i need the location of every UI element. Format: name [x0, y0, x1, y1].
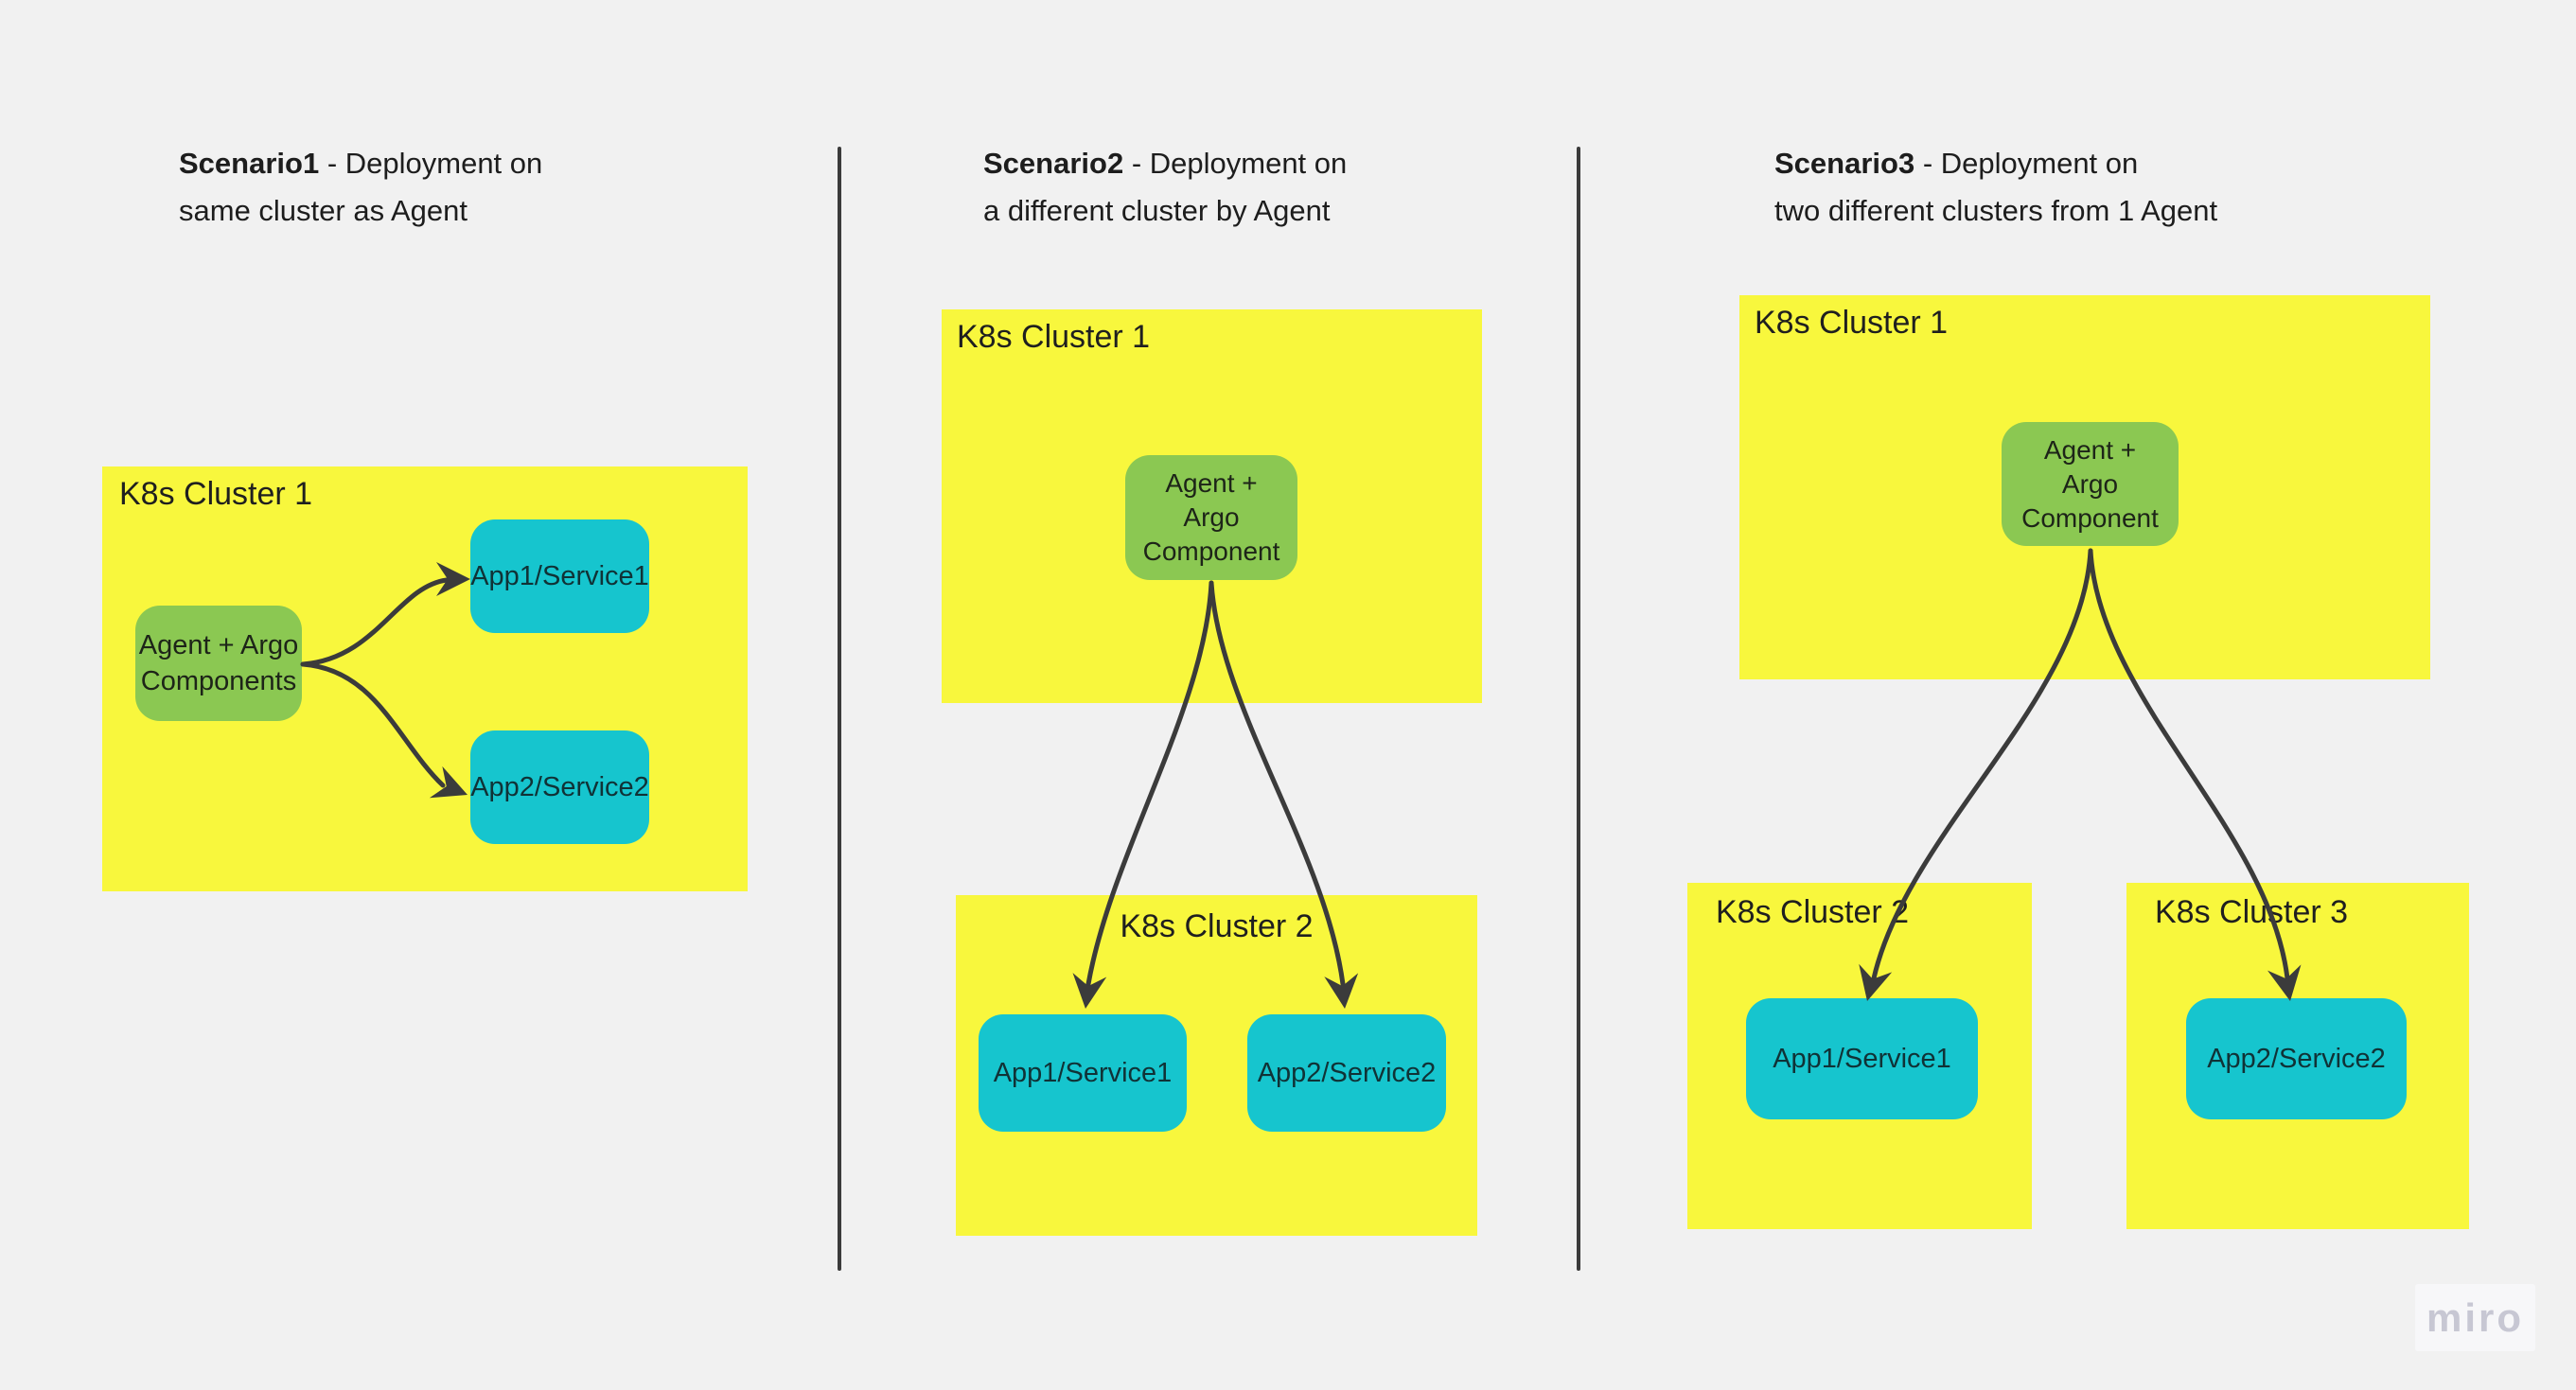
scenario-1-title-rest: - Deployment on	[319, 147, 543, 180]
miro-watermark-label: miro	[2426, 1294, 2524, 1340]
scenario-3-title-rest: - Deployment on	[1914, 147, 2139, 180]
scenario-1-title[interactable]: Scenario1 - Deployment on same cluster a…	[179, 140, 542, 235]
scenario-1-title-line1: Scenario1 - Deployment on	[179, 140, 542, 187]
s3-app2-node[interactable]: App2/Service2	[2186, 998, 2407, 1119]
s3-cluster3-label: K8s Cluster 3	[2155, 894, 2349, 930]
scenario-3-title-bold: Scenario3	[1774, 147, 1915, 180]
scenario-2-title-rest: - Deployment on	[1123, 147, 1348, 180]
s1-agent-node[interactable]: Agent + Argo Components	[135, 606, 302, 721]
scenario-1-title-bold: Scenario1	[179, 147, 320, 180]
scenario-2-title-line2: a different cluster by Agent	[983, 194, 1331, 227]
s2-app2-node[interactable]: App2/Service2	[1247, 1014, 1446, 1132]
s2-cluster2-label: K8s Cluster 2	[1120, 908, 1314, 944]
s3-agent-node[interactable]: Agent + Argo Component	[2002, 422, 2179, 546]
scenario-1-title-line2: same cluster as Agent	[179, 194, 468, 227]
s3-cluster2-label: K8s Cluster 2	[1716, 894, 1910, 930]
s2-cluster1-label: K8s Cluster 1	[957, 319, 1151, 355]
divider-line-1[interactable]	[838, 147, 841, 1271]
scenario-2-title[interactable]: Scenario2 - Deployment on a different cl…	[983, 140, 1347, 235]
s3-cluster1-label: K8s Cluster 1	[1755, 305, 1949, 341]
scenario-3-title[interactable]: Scenario3 - Deployment on two different …	[1774, 140, 2217, 235]
divider-line-2[interactable]	[1577, 147, 1580, 1271]
scenario-3-title-line1: Scenario3 - Deployment on	[1774, 140, 2217, 187]
s1-app2-node[interactable]: App2/Service2	[470, 730, 649, 844]
scenario-2-title-bold: Scenario2	[983, 147, 1124, 180]
miro-watermark: miro	[2415, 1284, 2535, 1351]
scenario-3-title-line2: two different clusters from 1 Agent	[1774, 194, 2218, 227]
s3-app1-node[interactable]: App1/Service1	[1746, 998, 1978, 1119]
s1-app1-node[interactable]: App1/Service1	[470, 519, 649, 633]
s1-cluster1-label: K8s Cluster 1	[119, 476, 313, 512]
s2-agent-node[interactable]: Agent + Argo Component	[1125, 455, 1297, 580]
s2-app1-node[interactable]: App1/Service1	[979, 1014, 1187, 1132]
scenario-2-title-line1: Scenario2 - Deployment on	[983, 140, 1347, 187]
